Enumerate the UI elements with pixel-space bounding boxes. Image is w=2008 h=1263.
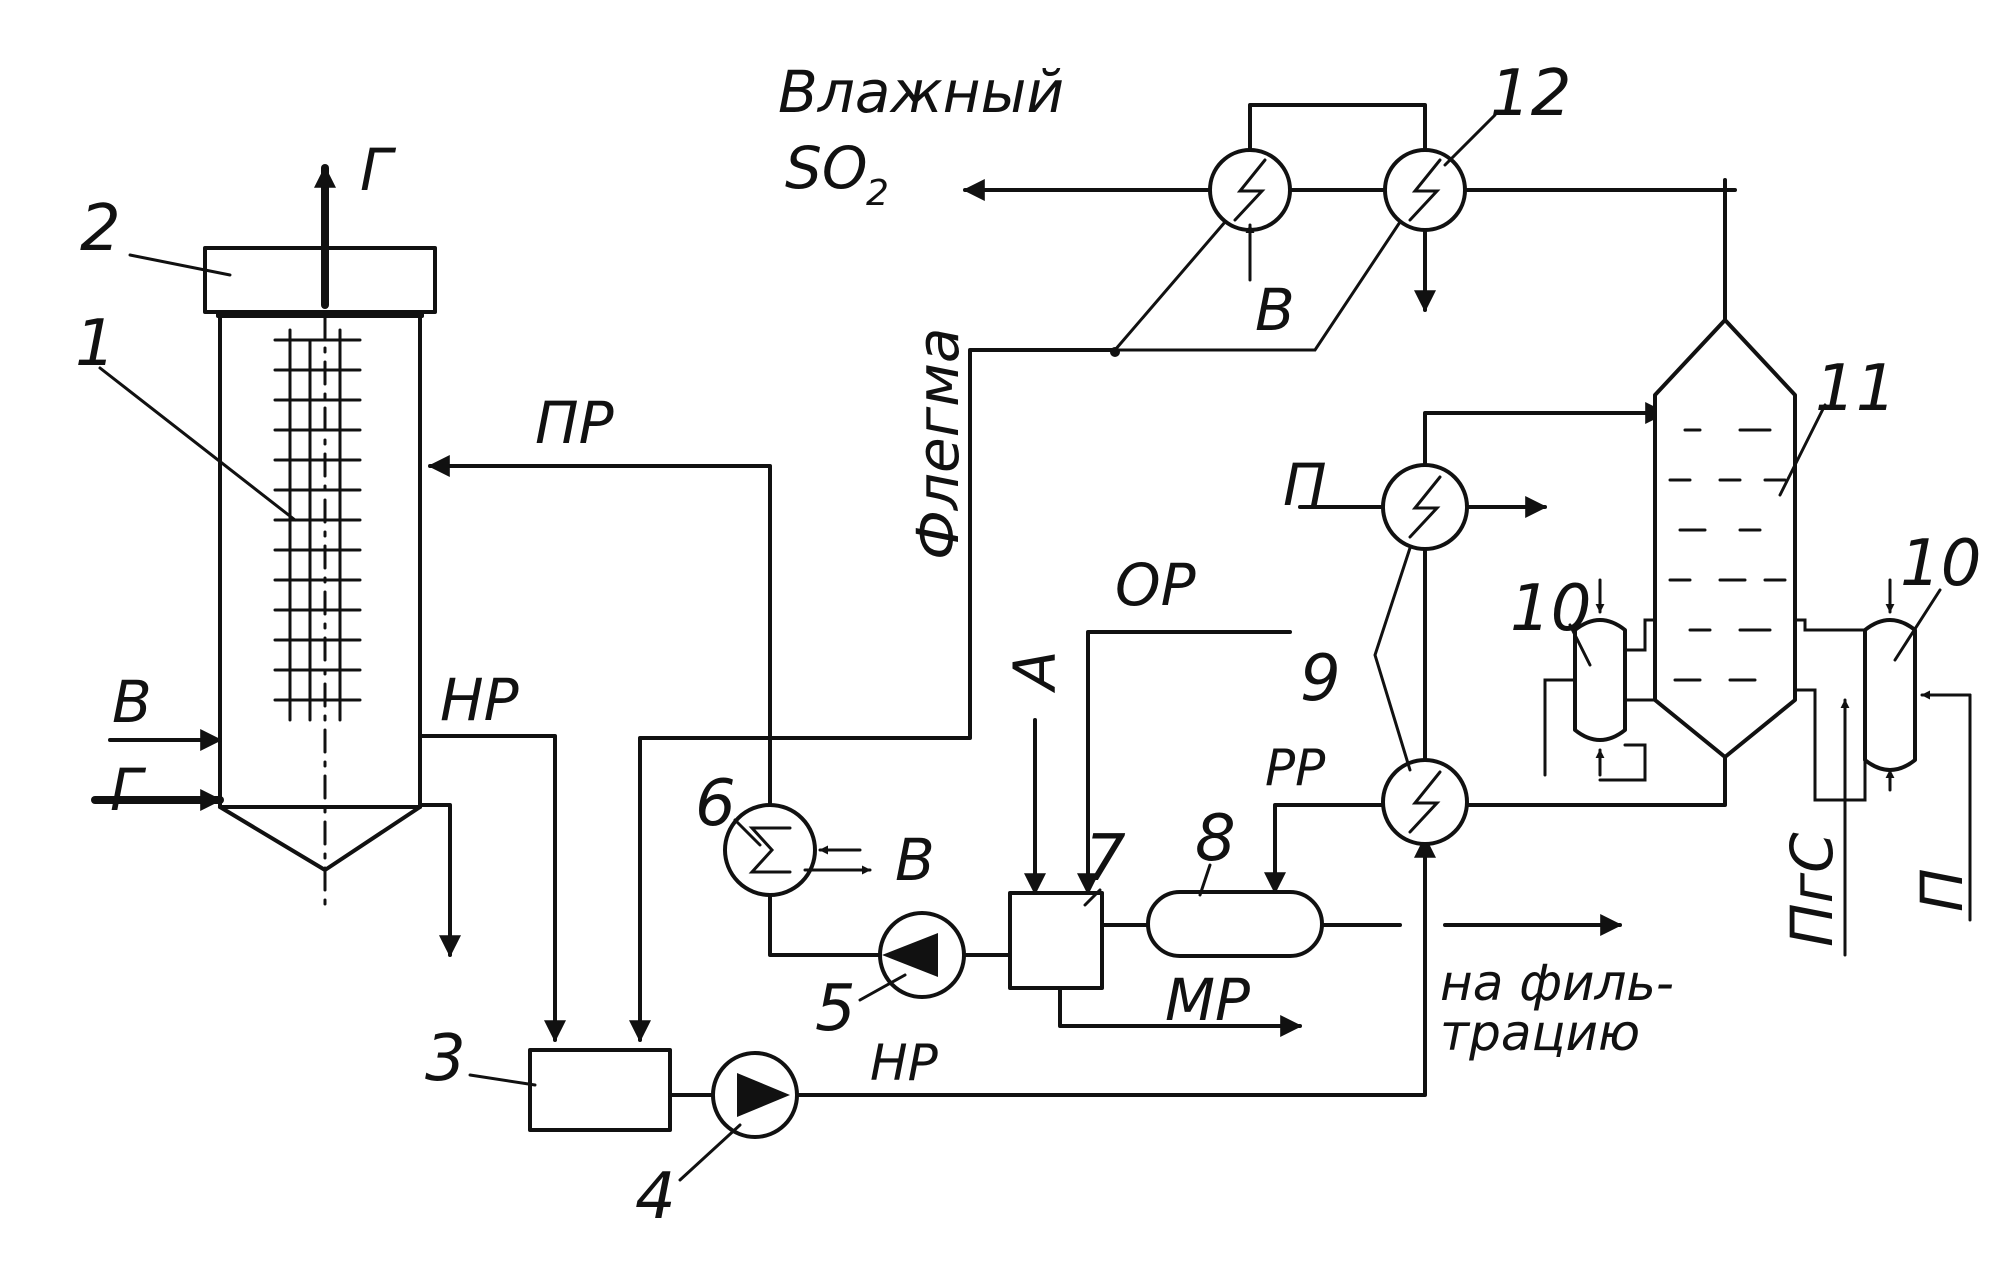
cooler-6 [723, 803, 817, 897]
reactor-column-1 [218, 268, 422, 907]
label-v-cooler: В [895, 826, 935, 894]
label-to-filtration-2: трацию [1440, 1004, 1640, 1062]
label-so2: SO [785, 134, 867, 202]
label-nr-left: НР [440, 666, 519, 734]
equipment-number-11: 11 [1815, 352, 1896, 426]
label-or: ОР [1115, 551, 1196, 619]
label-v-condenser: В [1255, 276, 1295, 344]
equipment-number-10-right: 10 [1900, 527, 1981, 601]
rr-line [1264, 803, 1385, 895]
label-nr-bottom: НР [870, 1034, 939, 1092]
label-vlazhny: Влажный [778, 58, 1064, 126]
equipment-number-3: 3 [425, 1022, 466, 1096]
column-internals [273, 328, 362, 722]
label-pgs: ПгС [1778, 832, 1846, 947]
label-mr: МР [1165, 966, 1250, 1034]
label-g-in: Г [110, 756, 147, 824]
label-pr: ПР [535, 389, 614, 457]
equipment-number-6: 6 [695, 767, 736, 841]
flegma-from-12b [1113, 220, 1402, 352]
pr-recycle-line [427, 455, 772, 807]
label-v-in: В [112, 668, 152, 736]
flegma-from-12a [1113, 220, 1227, 352]
condenser-12a [1208, 148, 1292, 232]
hood-2 [203, 246, 437, 318]
label-rr: РР [1265, 739, 1326, 797]
label-p-left: П [1283, 451, 1327, 519]
equipment-number-8: 8 [1195, 802, 1236, 876]
stripping-column-11 [1653, 318, 1797, 759]
equipment-number-2: 2 [80, 192, 121, 266]
pump-5 [878, 911, 966, 999]
label-to-filtration-1: на филь- [1440, 954, 1674, 1012]
equipment-number-12: 12 [1490, 57, 1571, 131]
leader-9 [1373, 546, 1412, 772]
nr-line-to-heater [795, 835, 1436, 1097]
tank-3 [528, 1048, 672, 1132]
equipment-number-7: 7 [1085, 822, 1126, 896]
label-g-top: Г [360, 136, 397, 204]
column-bottom-outlet [418, 803, 461, 958]
reboiler-10-right [1863, 618, 1917, 772]
mr-line [1058, 986, 1303, 1037]
flegma-line [629, 348, 1117, 1043]
equipment-number-1: 1 [75, 307, 116, 381]
label-so2-subscript: 2 [866, 173, 889, 214]
label-a: А [1001, 650, 1069, 694]
separator-8 [1146, 890, 1324, 958]
heated-to-column-11 [1423, 402, 1668, 467]
or-line [1077, 630, 1292, 896]
exchanger-to-column-bottom [1465, 755, 1727, 807]
equipment-number-10-left: 10 [1510, 572, 1591, 646]
equipment-number-5: 5 [815, 972, 856, 1046]
label-flegma: Флегма [904, 328, 972, 560]
nr-line-to-tank [418, 734, 566, 1043]
apparatus-7 [1008, 891, 1104, 990]
pump-4 [711, 1051, 799, 1139]
heat-exchanger-9-upper [1381, 463, 1469, 551]
condenser-12b [1383, 148, 1467, 232]
reboiler-10-left [1573, 618, 1627, 742]
equipment-number-9: 9 [1300, 642, 1341, 716]
heat-exchanger-9-lower [1381, 758, 1469, 846]
equipment-number-4: 4 [635, 1160, 676, 1234]
label-p-right: П [1908, 868, 1976, 912]
